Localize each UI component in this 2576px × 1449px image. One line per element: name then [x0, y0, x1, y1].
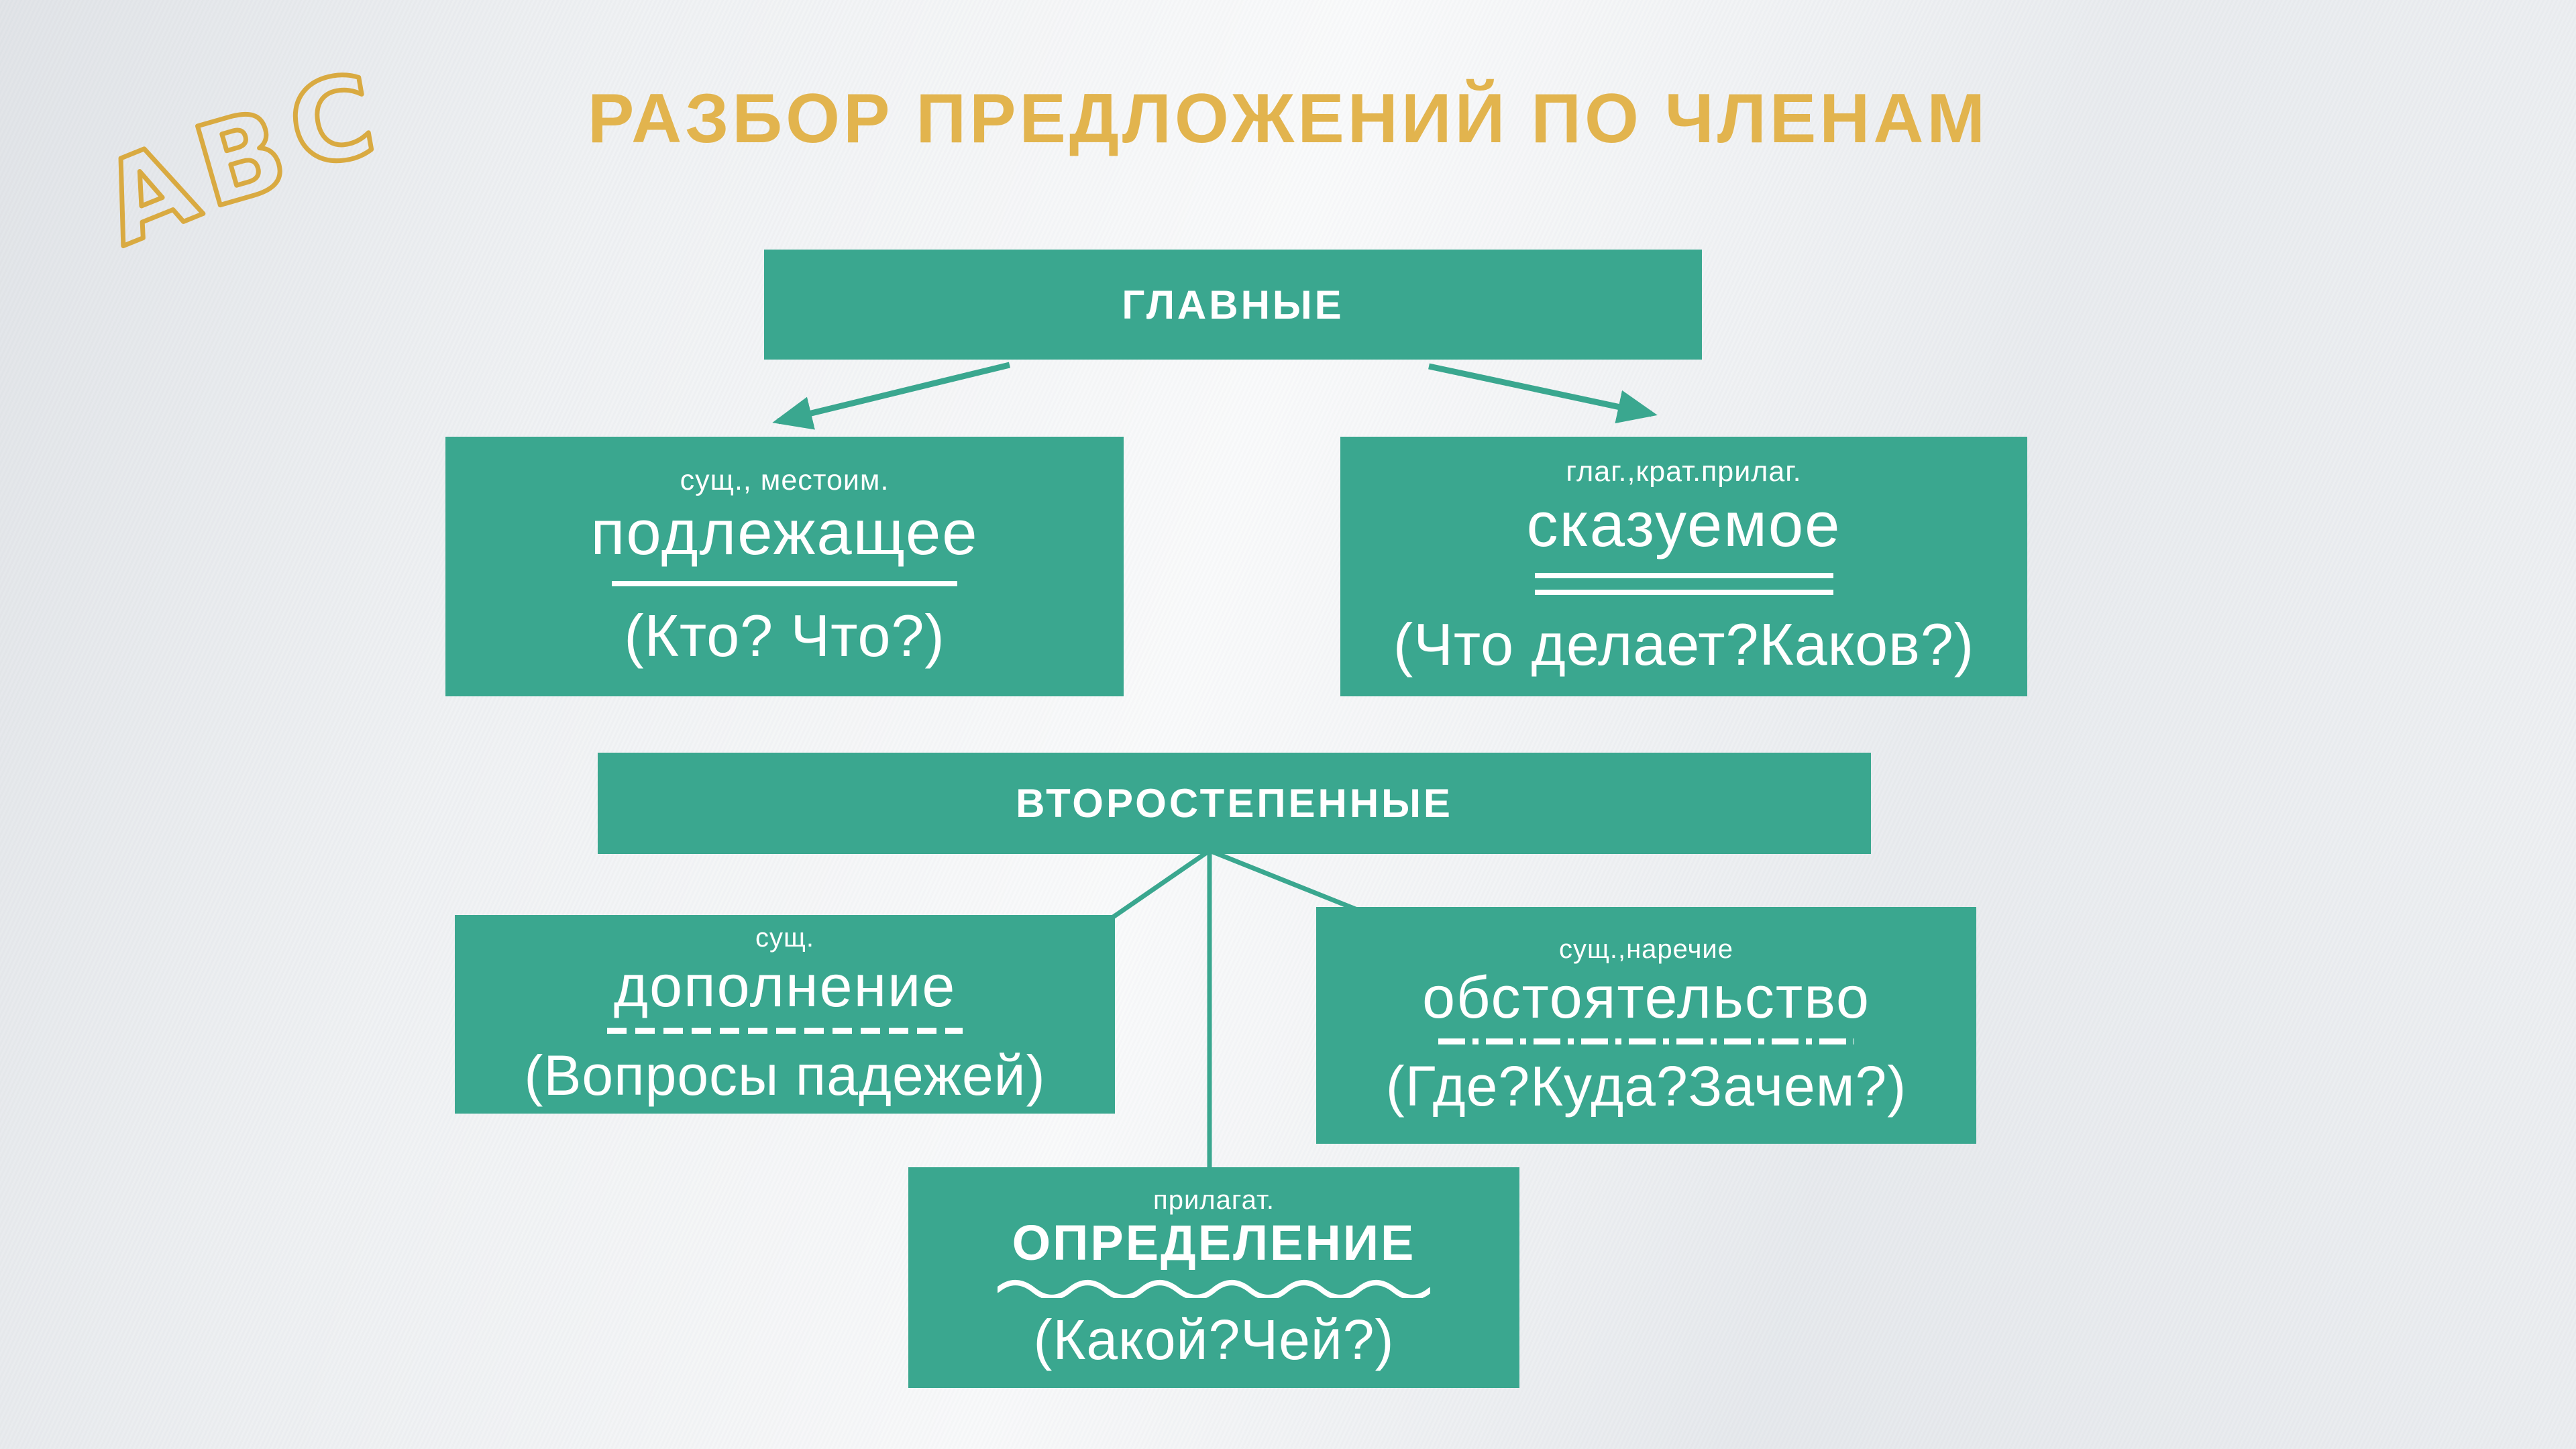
attribute-question: (Какой?Чей?) — [1033, 1307, 1395, 1371]
predicate-pos-label: глаг.,крат.прилаг. — [1566, 455, 1802, 488]
wavy-underline-graphic — [998, 1279, 1430, 1298]
adverbial-underline-dashdot — [1438, 1038, 1854, 1045]
adverbial-pos-label: сущ.,наречие — [1558, 934, 1734, 964]
group-box-secondary: ВТОРОСТЕПЕННЫЕ — [598, 753, 1871, 854]
subject-underline-single — [612, 581, 957, 587]
arrow-main-to-predicate — [1428, 363, 1658, 424]
term-box-adverbial: сущ.,наречие обстоятельство (Где?Куда?За… — [1316, 907, 1976, 1144]
attribute-underline-wavy — [998, 1279, 1430, 1298]
object-question: (Вопросы падежей) — [524, 1043, 1046, 1107]
term-box-attribute: прилагат. ОПРЕДЕЛЕНИЕ (Какой?Чей?) — [908, 1167, 1519, 1388]
line-secondary-to-adverbial — [1208, 848, 1362, 914]
abc-logo: A B C — [87, 47, 386, 254]
predicate-underline-double — [1534, 572, 1833, 595]
adverbial-question: (Где?Куда?Зачем?) — [1385, 1055, 1907, 1118]
group-label-main: ГЛАВНЫЕ — [1122, 282, 1344, 327]
object-term: дополнение — [613, 953, 957, 1020]
object-pos-label: сущ. — [755, 923, 815, 953]
attribute-pos-label: прилагат. — [1153, 1185, 1275, 1215]
page-title: РАЗБОР ПРЕДЛОЖЕНИЙ ПО ЧЛЕНАМ — [587, 80, 1989, 158]
subject-pos-label: сущ., местоим. — [680, 464, 890, 496]
object-underline-dashed — [607, 1027, 963, 1034]
predicate-question: (Что делает?Каков?) — [1393, 610, 1975, 678]
group-box-main: ГЛАВНЫЕ — [764, 250, 1702, 360]
adverbial-term: обстоятельство — [1422, 963, 1870, 1030]
arrow-main-to-subject — [772, 362, 1011, 430]
term-box-subject: сущ., местоим. подлежащее (Кто? Что?) — [445, 437, 1124, 696]
predicate-term: сказуемое — [1526, 488, 1841, 559]
term-box-object: сущ. дополнение (Вопросы падежей) — [455, 915, 1115, 1114]
attribute-term: ОПРЕДЕЛЕНИЕ — [1012, 1214, 1416, 1271]
group-label-secondary: ВТОРОСТЕПЕННЫЕ — [1016, 781, 1453, 826]
term-box-predicate: глаг.,крат.прилаг. сказуемое (Что делает… — [1340, 437, 2027, 696]
line-secondary-to-object — [1107, 849, 1211, 922]
subject-question: (Кто? Что?) — [624, 602, 945, 669]
subject-term: подлежащее — [590, 497, 979, 568]
